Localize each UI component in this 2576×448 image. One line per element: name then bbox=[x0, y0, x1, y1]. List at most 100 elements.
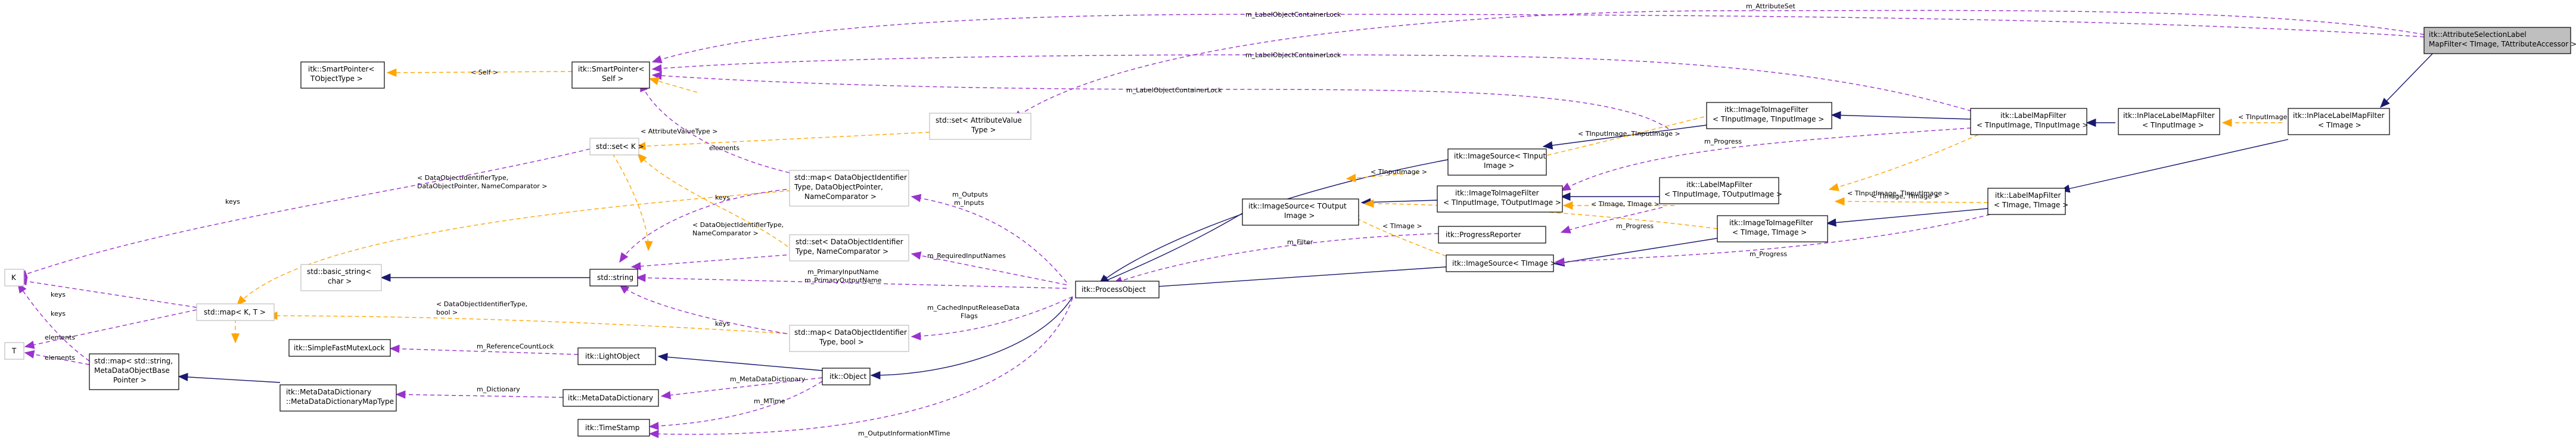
node-label: itk::SmartPointer< bbox=[578, 65, 645, 73]
edge-keys-2 bbox=[17, 277, 197, 308]
node-labelmap-tinput-toutput[interactable]: itk::LabelMapFilter < TInputImage, TOutp… bbox=[1659, 177, 1782, 204]
edge-label-m-referencecountlock: m_ReferenceCountLock bbox=[477, 343, 554, 350]
edge-m-requiredinputnames bbox=[911, 251, 1067, 285]
node-label: std::map< DataObjectIdentifier bbox=[794, 328, 907, 337]
edge-label-m-progress-3: m_Progress bbox=[1750, 250, 1787, 258]
node-meta-data-dictionary-map-type[interactable]: itk::MetaDataDictionary ::MetaDataDictio… bbox=[279, 384, 397, 412]
node-labelmap-timage-timage[interactable]: itk::LabelMapFilter < TImage, TImage > bbox=[1987, 188, 2068, 215]
edge-m-labelobjectcontainerlock-1 bbox=[651, 14, 2425, 64]
edge-inherit-imgsrcti-process bbox=[1112, 266, 1447, 293]
node-meta-data-dictionary[interactable]: itk::MetaDataDictionary bbox=[563, 389, 659, 407]
edge-tpl-labelmaptt-timage bbox=[1834, 197, 1988, 206]
node-std-basic-string[interactable]: std::basic_string< char > bbox=[300, 264, 382, 291]
edge-label-keys-4: keys bbox=[715, 194, 730, 201]
edge-keys-set-3 bbox=[619, 284, 787, 334]
node-image-source-toutput[interactable]: itk::ImageSource< TOutput Image > bbox=[1242, 198, 1359, 226]
node-label: MapFilter< TImage, TAttributeAccessor > bbox=[2429, 40, 2576, 48]
edge-label-self: < Self > bbox=[471, 69, 498, 76]
edge-label-keys-3: keys bbox=[51, 310, 66, 318]
node-label: Image > bbox=[1284, 211, 1315, 220]
node-label: itk::ProgressReporter bbox=[1446, 231, 1521, 239]
node-T[interactable]: T bbox=[4, 342, 24, 360]
edge-tpl-imgsrc-timage bbox=[1348, 214, 1447, 257]
node-smartpointer-self[interactable]: itk::SmartPointer< Self > bbox=[571, 61, 650, 89]
node-label: itk::ImageSource< TImage > bbox=[1452, 259, 1556, 267]
edge-m-progress-2 bbox=[1560, 207, 1663, 234]
node-labelmap-tinput-tinput[interactable]: itk::LabelMapFilter < TInputImage, TInpu… bbox=[1970, 108, 2088, 135]
node-label: T bbox=[11, 347, 17, 355]
node-label: std::set< K > bbox=[596, 142, 644, 151]
node-label: std::map< K, T > bbox=[204, 308, 266, 316]
node-progress-reporter[interactable]: itk::ProgressReporter bbox=[1438, 226, 1546, 244]
edge-label-dopointer-2: DataObjectPointer, NameComparator > bbox=[417, 182, 548, 190]
node-label: Type > bbox=[971, 126, 996, 134]
node-label: K bbox=[11, 273, 17, 282]
node-label: Pointer > bbox=[113, 376, 147, 384]
edge-label-tinput-tinput-2: < TInputImage, TInputImage > bbox=[1847, 189, 1950, 197]
node-inplace-labelmap-timage[interactable]: itk::InPlaceLabelMapFilter < TImage > bbox=[2288, 108, 2390, 135]
edge-m-metadatadictionary bbox=[660, 377, 823, 400]
edge-label-attrvaluetype: < AttributeValueType > bbox=[641, 127, 717, 135]
node-map-dataobject-pointer[interactable]: std::map< DataObjectIdentifier Type, Dat… bbox=[789, 170, 909, 207]
node-label: itk::Object bbox=[829, 372, 866, 381]
node-label: < TInputImage, TInputImage > bbox=[1713, 115, 1824, 123]
node-image-source-tinput[interactable]: itk::ImageSource< TInput Image > bbox=[1447, 148, 1547, 176]
node-object[interactable]: itk::Object bbox=[822, 368, 871, 385]
edge-label-m-outputs: m_Outputs bbox=[952, 191, 988, 198]
node-std-string[interactable]: std::string bbox=[589, 269, 638, 287]
edge-label-m-requiredinputnames: m_RequiredInputNames bbox=[927, 252, 1006, 260]
node-label: itk::TimeStamp bbox=[585, 424, 639, 432]
node-attribute-selection-label-map-filter[interactable]: itk::AttributeSelectionLabel MapFilter< … bbox=[2423, 27, 2576, 54]
node-label: itk::ImageToImageFilter bbox=[1729, 219, 1813, 227]
node-image-to-image-tinput-tinput[interactable]: itk::ImageToImageFilter < TInputImage, T… bbox=[1706, 102, 1832, 129]
edge-inherit-attr-inplace bbox=[2380, 48, 2438, 108]
node-label: itk::LabelMapFilter bbox=[2000, 111, 2067, 120]
node-stdmap-string-metadata[interactable]: std::map< std::string, MetaDataObjectBas… bbox=[89, 353, 179, 390]
edge-label-tinputimage-2: < TInputImage > bbox=[2238, 113, 2295, 121]
edge-label-m-primaryoutputname: m_PrimaryOutputName bbox=[804, 276, 882, 284]
edge-tpl-tinputimage-i2i bbox=[1346, 172, 1419, 182]
edge-tpl-mapdobool bbox=[267, 312, 788, 334]
node-label: itk::ProcessObject bbox=[1082, 285, 1146, 294]
edge-m-mtime bbox=[648, 381, 823, 431]
node-map-dataobject-bool[interactable]: std::map< DataObjectIdentifier Type, boo… bbox=[789, 325, 909, 352]
edge-label-timage-timage-1: < TImage, TImage > bbox=[1871, 192, 1940, 200]
node-label: itk::SimpleFastMutexLock bbox=[294, 344, 385, 352]
node-smartpointer-tobjecttype[interactable]: itk::SmartPointer< TObjectType > bbox=[300, 61, 385, 89]
node-image-to-image-timage-timage[interactable]: itk::ImageToImageFilter < TImage, TImage… bbox=[1717, 215, 1828, 242]
node-label: < TInputImage > bbox=[2142, 121, 2204, 129]
node-stdset-attributevaluetype[interactable]: std::set< AttributeValue Type > bbox=[929, 113, 1031, 140]
node-label: itk::ImageToImageFilter bbox=[1724, 105, 1809, 114]
edge-inherit-i2itin-imgsrctin bbox=[1542, 125, 1707, 150]
node-label: Type, DataObjectPointer, bbox=[794, 183, 883, 191]
edge-label-dobool-1: < DataObjectIdentifierType, bbox=[436, 300, 527, 308]
edge-inherit-imgsrctin-process bbox=[1098, 159, 1449, 284]
edge-label-m-attributeset: m_AttributeSet bbox=[1746, 2, 1796, 10]
edge-m-primaryname bbox=[635, 273, 1067, 289]
edge-inherit-object-light bbox=[657, 353, 823, 371]
edge-m-progress-3 bbox=[1554, 214, 1991, 266]
edge-tpl-setdoid bbox=[637, 153, 788, 247]
edge-label-lock-2: m_LabelObjectContainerLock bbox=[1245, 51, 1341, 59]
edge-keys-1 bbox=[17, 148, 591, 278]
node-time-stamp[interactable]: itk::TimeStamp bbox=[577, 419, 650, 437]
node-image-to-image-tinput-toutput[interactable]: itk::ImageToImageFilter < TInputImage, T… bbox=[1437, 185, 1563, 213]
node-process-object[interactable]: itk::ProcessObject bbox=[1075, 281, 1160, 298]
node-label: NameComparator > bbox=[804, 192, 877, 201]
node-label: std::basic_string< bbox=[307, 267, 371, 276]
node-set-dataobject-identifier[interactable]: std::set< DataObjectIdentifier Type, Nam… bbox=[789, 234, 909, 262]
node-stdset-k[interactable]: std::set< K > bbox=[589, 138, 644, 155]
node-light-object[interactable]: itk::LightObject bbox=[577, 347, 656, 365]
node-stdmap-kt[interactable]: std::map< K, T > bbox=[196, 303, 275, 321]
node-inplace-labelmap-tinputimage[interactable]: itk::InPlaceLabelMapFilter < TInputImage… bbox=[2118, 108, 2220, 135]
node-label: Image > bbox=[1484, 161, 1514, 170]
node-simple-fast-mutex-lock[interactable]: itk::SimpleFastMutexLock bbox=[288, 339, 391, 357]
node-K[interactable]: K bbox=[4, 269, 24, 287]
node-image-source-timage[interactable]: itk::ImageSource< TImage > bbox=[1446, 254, 1556, 272]
node-label: < TImage, TImage > bbox=[1994, 201, 2068, 209]
node-label: itk::InPlaceLabelMapFilter bbox=[2123, 111, 2215, 120]
node-label: itk::MetaDataDictionary bbox=[286, 388, 371, 396]
edge-label-timage: < TImage > bbox=[1382, 222, 1422, 230]
edge-label-m-cached-2: Flags bbox=[961, 312, 978, 320]
node-label: < TInputImage, TOutputImage > bbox=[1664, 190, 1782, 198]
